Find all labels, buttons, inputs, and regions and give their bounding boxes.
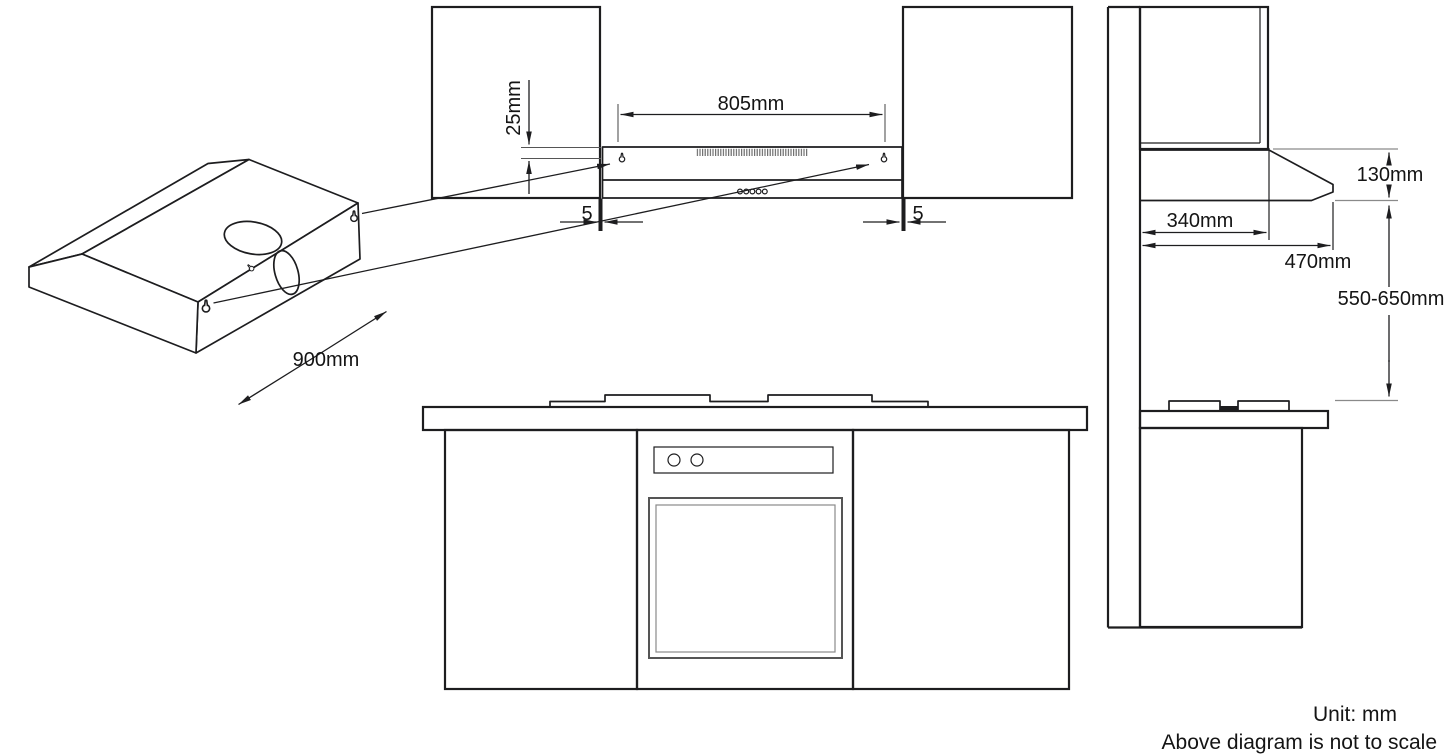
upper-cabinet-left — [430, 5, 602, 200]
side-hob-plate — [1168, 400, 1221, 412]
dim-gap-left-label: 5 — [581, 203, 592, 225]
side-counter — [1108, 400, 1330, 629]
isometric-view: 900mm — [28, 158, 870, 406]
dim-hood-width-label: 900mm — [293, 349, 360, 371]
dim-clearance-to-hob: 550-650mm — [1338, 205, 1445, 397]
side-view: 130mm 340mm 470mm 550-650mm — [1106, 5, 1445, 629]
keyhole-slot-icon — [618, 152, 626, 163]
oven-knob — [667, 453, 681, 467]
base-cabinet-right — [851, 428, 1071, 691]
dim-cabinet-depth-label: 340mm — [1167, 210, 1234, 232]
oven-control-panel — [653, 446, 834, 474]
side-upper-cabinet-panel — [1140, 7, 1261, 144]
dim-hood-depth: 470mm — [1142, 242, 1352, 273]
side-countertop — [1138, 409, 1330, 430]
dim-hood-front-height: 130mm — [1357, 152, 1424, 198]
side-upper-cabinet — [1138, 5, 1270, 151]
duct-outlet-hole — [272, 249, 301, 296]
hood-front-body — [601, 146, 903, 199]
keyhole-slot-icon — [880, 152, 888, 163]
dim-hole-span: 805mm — [617, 93, 886, 142]
dim-hood-front-height-label: 130mm — [1357, 164, 1424, 186]
dim-gap-right: 5 — [863, 198, 946, 231]
base-cabinet-left — [443, 428, 639, 691]
vent-grille-hatch — [696, 148, 808, 156]
oven-door — [648, 497, 843, 659]
oven-door-window — [655, 504, 836, 653]
side-base-cabinet — [1138, 426, 1304, 629]
hob-profile — [549, 394, 929, 407]
side-hob-plate — [1237, 400, 1290, 412]
notes: Unit: mm Above diagram is not to scale — [1162, 703, 1437, 754]
dim-cabinet-depth: 340mm — [1142, 210, 1267, 236]
front-view: 805mm 25mm 5 5 — [421, 5, 1089, 691]
upper-cabinet-right — [901, 5, 1074, 200]
wall — [1106, 5, 1142, 628]
unit-note: Unit: mm — [1313, 703, 1397, 726]
dim-gap-right-label: 5 — [912, 203, 923, 225]
dim-gap-left: 5 — [560, 198, 643, 231]
top-vent-hole — [223, 220, 283, 256]
dim-hole-span-label: 805mm — [718, 93, 785, 115]
dim-hood-depth-label: 470mm — [1285, 251, 1352, 273]
dim-clearance-to-hob-label: 550-650mm — [1338, 288, 1445, 310]
countertop — [421, 405, 1089, 432]
oven-knob — [690, 453, 704, 467]
front-counter — [421, 394, 1089, 691]
keyhole-leader-line — [213, 163, 870, 304]
hood-control-buttons — [736, 188, 768, 195]
dim-top-to-holes-label: 25mm — [503, 80, 525, 136]
scale-disclaimer-note: Above diagram is not to scale — [1162, 731, 1437, 754]
hood-side-profile — [1139, 149, 1334, 202]
oven-housing — [635, 428, 855, 691]
hood-front-left-face — [28, 253, 199, 354]
dim-top-to-holes: 25mm — [503, 80, 601, 194]
side-hob-gap — [1220, 406, 1238, 412]
dim-hood-width: 900mm — [238, 310, 387, 406]
keyhole-leader-line — [361, 163, 611, 215]
